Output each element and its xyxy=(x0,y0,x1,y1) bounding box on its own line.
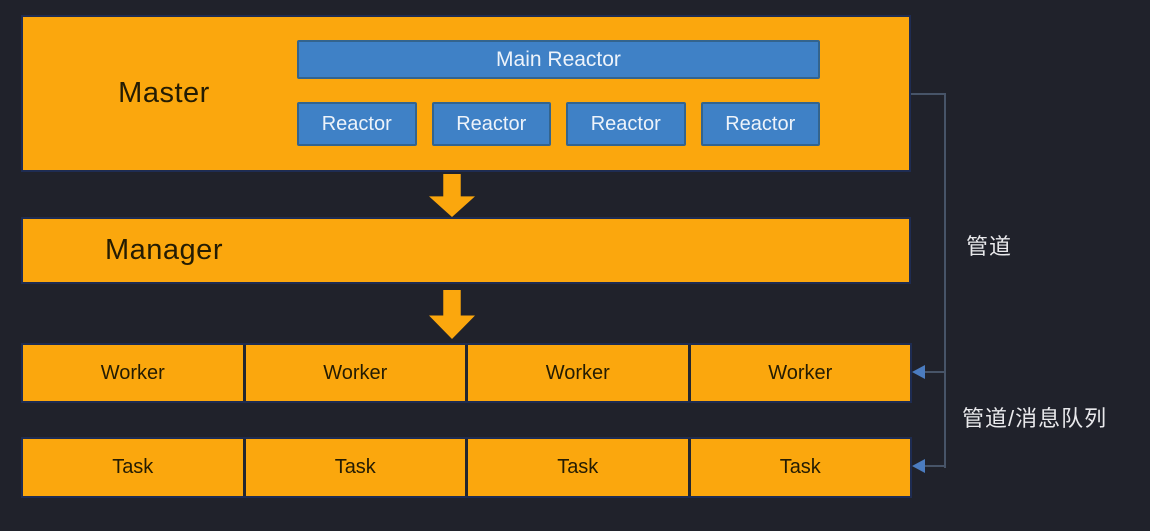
connector-line xyxy=(925,371,946,373)
master-box: Master Main Reactor Reactor Reactor Reac… xyxy=(21,15,911,172)
worker-box: Worker xyxy=(468,345,691,401)
task-box: Task xyxy=(468,439,691,496)
main-reactor-box: Main Reactor xyxy=(297,40,820,79)
worker-row: Worker Worker Worker Worker xyxy=(21,343,912,403)
reactor-label: Reactor xyxy=(590,112,661,135)
connector-line xyxy=(925,465,946,467)
reactor-row: Reactor Reactor Reactor Reactor xyxy=(297,102,820,146)
connector-line xyxy=(944,93,946,468)
task-box: Task xyxy=(779,456,821,478)
down-arrow-icon xyxy=(429,174,475,217)
task-row: Task Task Task Task xyxy=(21,437,912,498)
worker-box: Worker xyxy=(768,361,833,384)
reactor-label: Reactor xyxy=(321,112,392,135)
reactor-label: Reactor xyxy=(725,112,796,135)
manager-label: Manager xyxy=(105,234,223,266)
reactor-box: Reactor xyxy=(431,102,551,146)
task-box: Task xyxy=(23,439,246,496)
task-box: Task xyxy=(246,439,468,496)
pipe-queue-annotation: 管道/消息队列 xyxy=(962,406,1108,431)
manager-box: Manager xyxy=(21,217,911,284)
reactor-box: Reactor xyxy=(566,102,686,146)
main-reactor-label: Main Reactor xyxy=(496,47,621,71)
left-arrowhead-icon xyxy=(912,365,925,379)
down-arrow-icon xyxy=(429,290,475,339)
reactor-box: Reactor xyxy=(297,102,417,146)
left-arrowhead-icon xyxy=(912,459,925,473)
reactor-box: Reactor xyxy=(700,102,820,146)
master-label: Master xyxy=(118,77,210,109)
pipe-annotation: 管道 xyxy=(966,234,1013,259)
connector-line xyxy=(911,93,945,95)
reactor-label: Reactor xyxy=(456,112,527,135)
worker-box: Worker xyxy=(246,345,468,401)
worker-box: Worker xyxy=(23,345,246,401)
